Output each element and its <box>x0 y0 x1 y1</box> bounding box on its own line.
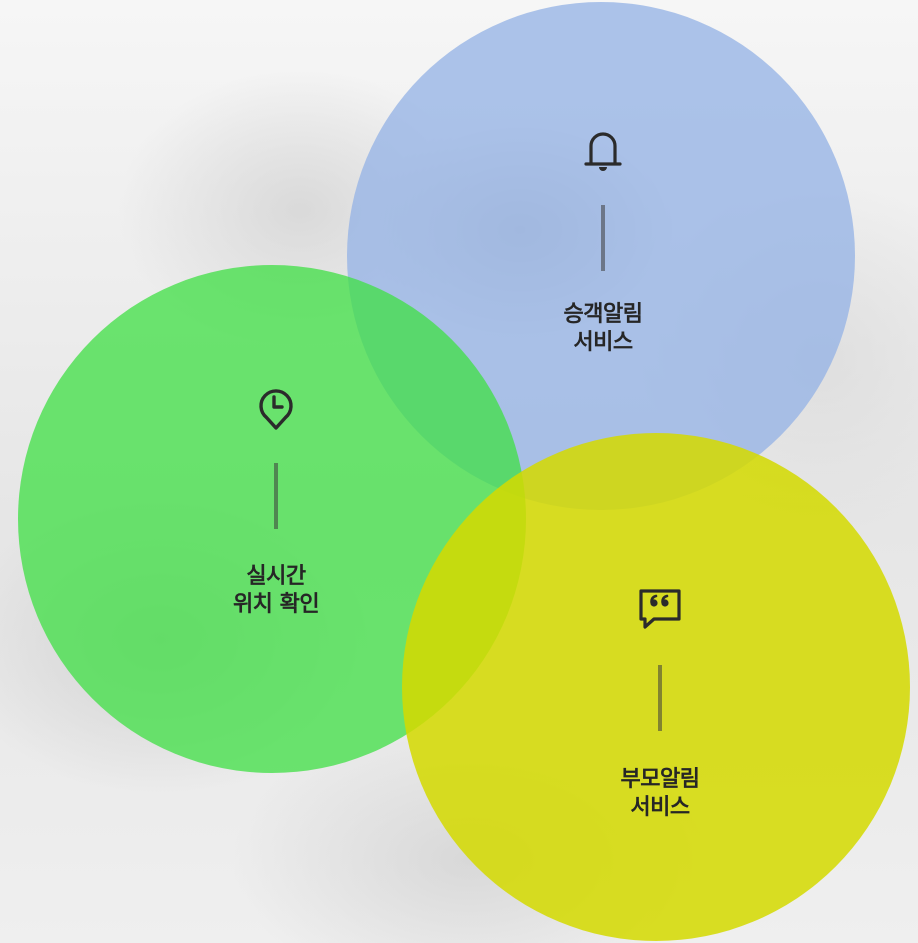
speech-bubble-icon <box>634 583 686 635</box>
service-label-line1: 부모알림 <box>620 767 700 792</box>
service-label-line1: 승객알림 <box>563 302 643 327</box>
service-label-line2: 서비스 <box>630 795 690 820</box>
badge-divider <box>658 665 662 731</box>
service-label-line2: 위치 확인 <box>232 592 320 617</box>
service-label: 실시간 위치 확인 <box>232 563 320 619</box>
badge-divider <box>274 463 278 529</box>
passenger-alert-badge[interactable]: 승객알림 서비스 <box>503 127 703 357</box>
bell-icon <box>577 127 629 179</box>
clock-pin-icon <box>250 383 302 435</box>
parent-alert-badge[interactable]: 부모알림 서비스 <box>560 583 760 822</box>
service-label: 승객알림 서비스 <box>564 301 643 357</box>
service-label-line1: 실시간 <box>246 564 306 589</box>
service-label-line2: 서비스 <box>573 330 633 355</box>
parent-alert-circle <box>402 433 910 941</box>
realtime-location-badge[interactable]: 실시간 위치 확인 <box>176 383 376 619</box>
badge-divider <box>601 205 605 271</box>
service-label: 부모알림 서비스 <box>621 766 700 822</box>
